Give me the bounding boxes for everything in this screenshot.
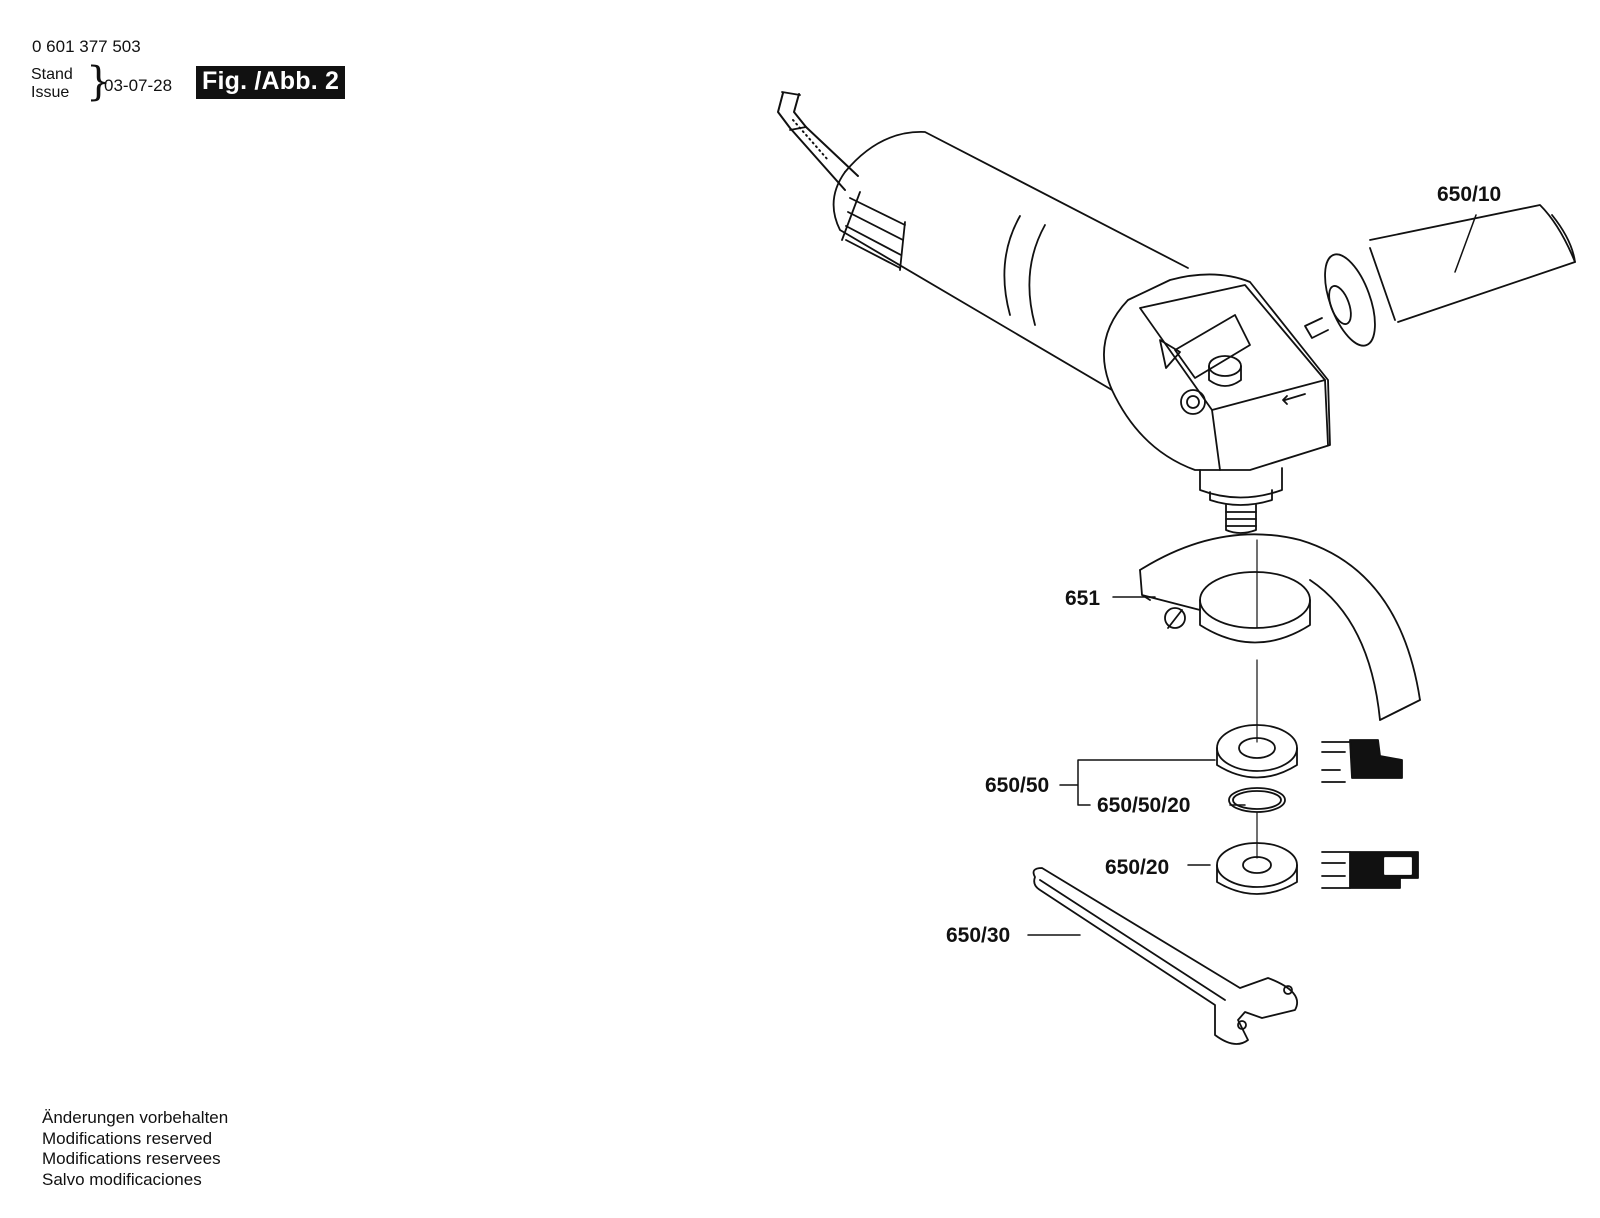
issue-label: Issue [31, 84, 70, 101]
callout-guard: 651 [1065, 587, 1100, 610]
wheel-guard [1139, 533, 1421, 721]
side-handle [1304, 204, 1576, 347]
callout-spanner: 650/30 [946, 924, 1010, 947]
nut-section-profile [1321, 851, 1419, 889]
note-en: Modifications reserved [42, 1128, 213, 1148]
callout-flange-set: 650/50 [985, 774, 1049, 797]
callout-o-ring: 650/50/20 [1097, 794, 1190, 817]
callout-clamping-nut: 650/20 [1105, 856, 1169, 879]
flange-section-profile [1321, 739, 1403, 783]
note-fr: Modifications reservees [42, 1149, 221, 1168]
issue-date: 03-07-28 [104, 76, 173, 95]
brace-glyph: } [86, 59, 112, 105]
power-cord [777, 91, 859, 191]
stand-label: Stand [31, 66, 73, 83]
figure-label: Fig. /Abb. 2 [196, 66, 346, 99]
leader-lines [1027, 214, 1477, 936]
pin-spanner [1032, 867, 1298, 1045]
grinder-gear-head [1103, 273, 1331, 534]
callout-handle: 650/10 [1437, 183, 1501, 206]
note-de: Änderungen vorbehalten [42, 1108, 229, 1127]
o-ring [1228, 787, 1286, 813]
part-number: 0 601 377 503 [32, 37, 141, 56]
grinder-motor-housing [832, 131, 1189, 391]
note-es: Salvo modificaciones [42, 1169, 202, 1189]
modification-notes: Änderungen vorbehalten Modifications res… [42, 1108, 228, 1190]
stand-issue-label: Stand Issue [31, 66, 73, 102]
